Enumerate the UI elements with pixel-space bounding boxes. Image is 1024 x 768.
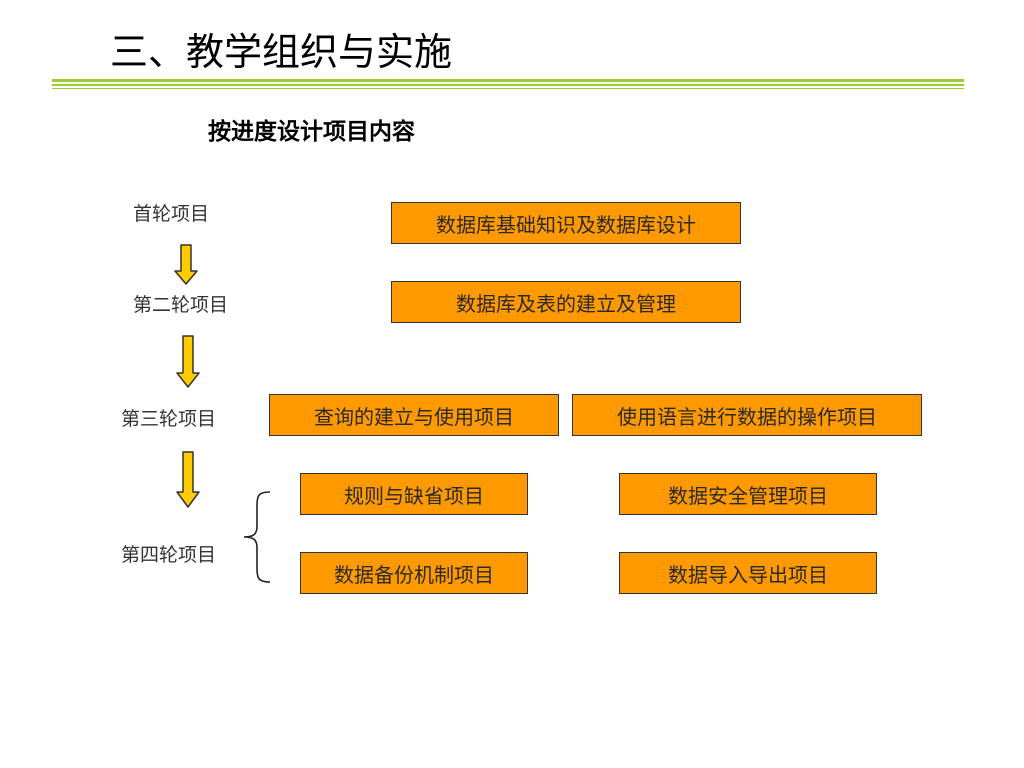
down-arrow-icon (176, 335, 200, 388)
project-box-table-mgmt: 数据库及表的建立及管理 (391, 281, 741, 323)
project-box-backup: 数据备份机制项目 (300, 552, 528, 594)
round-label-1: 首轮项目 (133, 203, 210, 225)
round-label-2: 第二轮项目 (133, 294, 229, 316)
project-box-import-export: 数据导入导出项目 (619, 552, 877, 594)
title-divider-line (52, 88, 964, 89)
title-divider-line (52, 79, 964, 82)
slide-title: 三、教学组织与实施 (110, 30, 453, 74)
down-arrow-icon (176, 451, 200, 508)
slide-subtitle: 按进度设计项目内容 (208, 119, 415, 145)
round-label-4: 第四轮项目 (121, 544, 217, 566)
down-arrow-icon (174, 244, 198, 285)
curly-brace-icon (243, 491, 271, 583)
project-box-db-basics: 数据库基础知识及数据库设计 (391, 202, 741, 244)
project-box-rules: 规则与缺省项目 (300, 473, 528, 515)
project-box-language-ops: 使用语言进行数据的操作项目 (572, 394, 922, 436)
project-box-query: 查询的建立与使用项目 (269, 394, 559, 436)
project-box-security: 数据安全管理项目 (619, 473, 877, 515)
round-label-3: 第三轮项目 (121, 408, 217, 430)
title-divider-line (52, 84, 964, 86)
